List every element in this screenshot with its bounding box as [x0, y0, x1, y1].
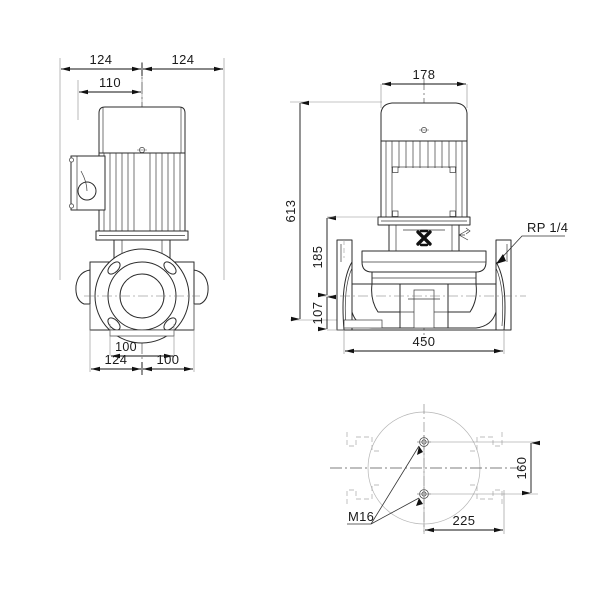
dimension-value-613: 613 — [283, 200, 298, 223]
dimension-value-124-left: 124 — [90, 52, 113, 67]
dimension-value-124-bottom: 124 — [105, 352, 128, 367]
dimension-185: 185 — [310, 215, 378, 298]
dimension-value-160: 160 — [514, 457, 529, 480]
dimension-value-110: 110 — [99, 75, 121, 90]
bottom-base-view: 160 225 M16 — [330, 404, 540, 534]
callout-label-rp14: RP 1/4 — [527, 220, 568, 235]
dimension-178: 178 — [382, 67, 466, 87]
dimension-450: 450 — [345, 334, 503, 354]
front-extension-lines — [59, 58, 225, 280]
motor-mounting-flange — [95, 230, 189, 241]
dimension-value-100-upper: 100 — [115, 340, 137, 354]
side-outlet-flange — [495, 239, 512, 331]
m16-arrowhead-lower — [416, 498, 423, 506]
callout-rp14: RP 1/4 — [495, 220, 568, 265]
dimension-613: 613 — [283, 100, 309, 322]
dimension-110: 110 — [79, 75, 141, 95]
dimension-top-124-left: 124 — [61, 52, 141, 72]
m16-arrowhead-upper — [417, 446, 423, 455]
side-pump-casing — [361, 250, 487, 285]
dimension-225: 225 — [425, 513, 503, 533]
side-motor-shaft-mark — [419, 127, 429, 133]
callout-m16: M16 — [347, 445, 423, 525]
dimension-value-225: 225 — [453, 513, 476, 528]
dimension-value-185: 185 — [310, 246, 325, 269]
dimension-value-124-right: 124 — [172, 52, 195, 67]
front-bottom-extension-lines — [89, 304, 195, 372]
dimension-value-178: 178 — [413, 67, 436, 82]
side-motor-body — [380, 140, 468, 218]
dimension-value-450: 450 — [413, 334, 436, 349]
dimension-bottom-124: 124 — [91, 352, 141, 372]
dimension-value-100-bottom: 100 — [157, 352, 180, 367]
dimension-value-107: 107 — [310, 302, 325, 325]
rp14-arrowhead — [496, 254, 506, 264]
coupling-x-mark — [416, 229, 432, 247]
motor-finned-body — [98, 152, 186, 232]
side-motor-flange — [377, 216, 471, 226]
vent-fitting — [458, 227, 471, 241]
dimension-100-upper: 100 — [111, 340, 173, 359]
dimension-107: 107 — [310, 294, 344, 332]
side-motor-top-cap — [380, 102, 468, 142]
terminal-box — [69, 155, 106, 211]
base-foot-outlines — [346, 432, 503, 504]
dimension-160: 160 — [514, 440, 540, 496]
motor-top-cap — [98, 106, 186, 154]
flange-bolt-slots — [107, 261, 177, 331]
side-coupling-housing — [388, 224, 471, 252]
dimension-top-124-right: 124 — [143, 52, 223, 72]
callout-label-m16: M16 — [348, 509, 374, 524]
dimension-bottom-100: 100 — [143, 352, 193, 372]
front-elevation-view: 124 124 110 100 124 100 — [59, 52, 225, 375]
side-elevation-view: 178 613 185 107 450 RP 1/4 — [283, 67, 568, 354]
pump-flange-face — [84, 248, 200, 344]
